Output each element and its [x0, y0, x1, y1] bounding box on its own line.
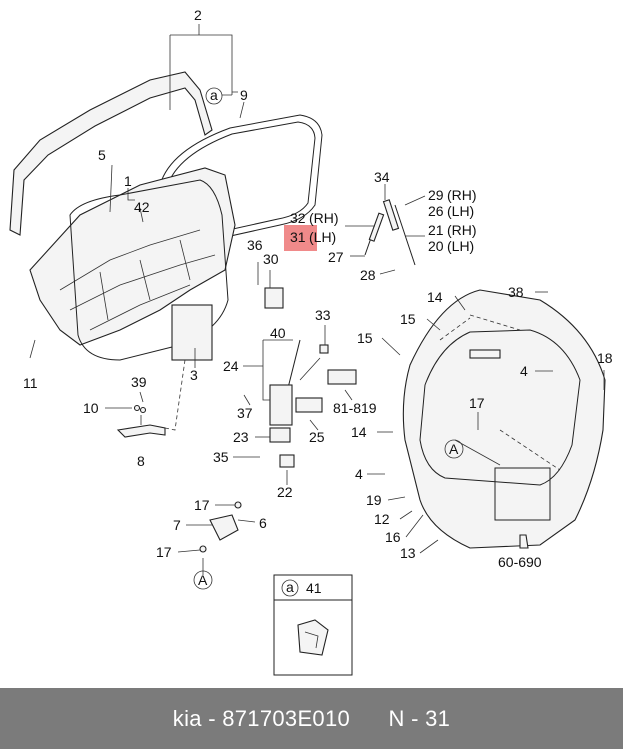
highlight-box	[284, 225, 317, 251]
callout-26-lh: (LH)	[447, 203, 474, 219]
callout-21: 21	[428, 222, 444, 238]
latch-bracket-30	[257, 262, 284, 309]
callout-17-bottom: 17	[156, 544, 172, 560]
callout-13: 13	[400, 545, 416, 561]
inset-number-41: 41	[306, 580, 322, 596]
spacer-plate	[171, 304, 213, 361]
callout-23: 23	[233, 429, 249, 445]
callout-36: 36	[247, 237, 263, 253]
callout-15: 15	[357, 330, 373, 346]
view-A-circle-left	[193, 570, 213, 590]
callout-15-top: 15	[400, 311, 416, 327]
callout-29: 29	[428, 187, 444, 203]
handle-8	[116, 404, 166, 438]
callout-4-bottom: 4	[355, 466, 363, 482]
callout-19: 19	[366, 492, 382, 508]
callout-A-tailgate: A	[449, 441, 459, 457]
tailgate-leaders	[367, 291, 605, 554]
callout-38: 38	[508, 284, 524, 300]
callout-60-690: 60-690	[498, 554, 542, 570]
callout-30: 30	[263, 251, 279, 267]
callout-22: 22	[277, 484, 293, 500]
callout-1: 1	[124, 173, 132, 189]
diagram-svg: 2 a 9 5 1 42 11 3 34 29 (RH) 26 (LH) 32 …	[9, 7, 613, 676]
callout-39: 39	[131, 374, 147, 390]
callout-35: 35	[213, 449, 229, 465]
parts-diagram: 2 a 9 5 1 42 11 3 34 29 (RH) 26 (LH) 32 …	[9, 7, 613, 676]
tailgate-glass-opening	[419, 329, 581, 486]
high-mount-lamp	[469, 349, 501, 359]
handle-dash-leader	[164, 359, 186, 431]
callout-2: 2	[194, 7, 202, 23]
callout-8: 8	[137, 453, 145, 469]
gas-strut-rh	[382, 199, 416, 266]
callout-33: 33	[315, 307, 331, 323]
callout-a-circle	[205, 87, 223, 105]
callout-34: 34	[374, 169, 390, 185]
callout-31-lh: (LH)	[309, 229, 336, 245]
hinge-bracket	[199, 501, 242, 553]
callout-16: 16	[385, 529, 401, 545]
trim-panel-detail	[59, 229, 216, 331]
callout-24: 24	[223, 358, 239, 374]
callout-14-top: 14	[427, 289, 443, 305]
callout-A-left: A	[198, 572, 208, 588]
callout-32: 32	[290, 210, 306, 226]
hinge-leaders	[177, 504, 256, 575]
callout-20: 20	[428, 238, 444, 254]
inset-circle-label: a	[286, 579, 294, 595]
callout-21-rh: (RH)	[447, 222, 477, 238]
callout-3: 3	[190, 367, 198, 383]
callout-32-rh: (RH)	[309, 210, 339, 226]
actuator-assembly	[269, 339, 357, 468]
callout-17-top: 17	[194, 497, 210, 513]
tailgate-panel	[402, 289, 606, 549]
callout-40: 40	[270, 325, 286, 341]
footer-bar: kia - 871703E010 N - 31	[0, 688, 623, 749]
gas-strut-lh	[364, 212, 385, 256]
callout-10: 10	[83, 400, 99, 416]
callout-26: 26	[428, 203, 444, 219]
callout-6: 6	[259, 515, 267, 531]
callout-18: 18	[597, 350, 613, 366]
footer-text: kia - 871703E010 N - 31	[172, 705, 451, 731]
callout-28: 28	[360, 267, 376, 283]
callout-27: 27	[328, 249, 344, 265]
garnish-strip	[9, 71, 213, 236]
leaders-latch	[139, 325, 353, 485]
callout-17-tailgate: 17	[469, 395, 485, 411]
license-plate-recess	[494, 467, 551, 521]
handle-leaders	[105, 407, 142, 425]
inner-seal	[69, 179, 229, 361]
callout-11: 11	[23, 375, 38, 391]
callout-81-819: 81-819	[333, 400, 377, 416]
callout-4-top: 4	[520, 363, 528, 379]
leaders-upper-left	[29, 24, 245, 368]
callout-7: 7	[173, 517, 181, 533]
license-lamp-icon	[519, 534, 529, 549]
callout-25: 25	[309, 429, 325, 445]
leaders-struts	[345, 184, 426, 275]
callout-31: 31	[290, 229, 306, 245]
callout-20-lh: (LH)	[447, 238, 474, 254]
callout-37: 37	[237, 405, 253, 421]
view-A-circle-tailgate	[444, 439, 464, 459]
callout-29-rh: (RH)	[447, 187, 477, 203]
inset-box-41	[273, 574, 353, 676]
callout-12: 12	[374, 511, 390, 527]
callout-42: 42	[134, 199, 150, 215]
callout-9: 9	[240, 87, 248, 103]
callout-a: a	[210, 87, 218, 103]
callout-14-bottom: 14	[351, 424, 367, 440]
callout-5: 5	[98, 147, 106, 163]
door-trim-panel	[29, 167, 236, 346]
